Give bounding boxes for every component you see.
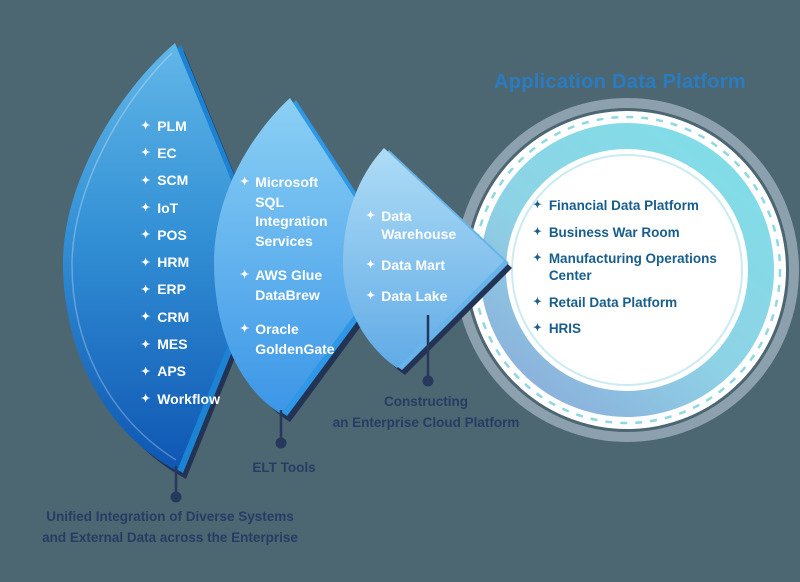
list-item-label: SCM (157, 172, 189, 189)
list-item: ✦ Retail Data Platform (533, 294, 741, 311)
star-bullet-icon: ✦ (141, 283, 151, 296)
page-title: Application Data Platform (494, 71, 746, 93)
star-bullet-icon: ✦ (533, 225, 542, 238)
list-item: ✦ Manufacturing Operations Center (533, 250, 741, 284)
pins (174, 315, 430, 494)
leaf-systems-shape (63, 43, 272, 479)
star-bullet-icon: ✦ (533, 199, 542, 211)
list-item-label: AWS Glue DataBrew (255, 267, 323, 303)
list-item-label: Microsoft SQL Integration Services (255, 174, 328, 249)
star-bullet-icon: ✦ (366, 290, 376, 302)
caption-storage: Constructing an Enterprise Cloud Platfor… (332, 394, 520, 430)
star-bullet-icon: ✦ (141, 229, 151, 242)
list-item-label: CRM (157, 308, 190, 325)
list-item-label: MES (157, 336, 188, 353)
star-bullet-icon: ✦ (533, 322, 542, 334)
list-item-label: Data Lake (381, 288, 448, 304)
list-item: ✦ SCM (141, 167, 259, 194)
leaf-storage-shape (343, 148, 512, 375)
caption-systems: Unified Integration of Diverse Systems a… (42, 509, 298, 545)
leaf-elt-body (214, 98, 395, 414)
list-item: ✦ Data Mart (366, 256, 466, 274)
list-item: ✦ EC (141, 139, 259, 166)
star-bullet-icon: ✦ (141, 147, 151, 160)
list-item: ✦ CRM (141, 303, 259, 330)
list-item: ✦ MES (141, 330, 259, 357)
list-item-label: IoT (157, 199, 179, 216)
star-bullet-icon: ✦ (141, 393, 151, 406)
pin-dot-storage (422, 375, 434, 387)
list-item-label: PLM (157, 117, 187, 134)
platform-list: ✦ Financial Data Platform ✦ Business War R… (533, 197, 741, 347)
list-item: ✦ POS (141, 221, 259, 248)
list-item-label: Workflow (157, 390, 220, 407)
list-item-label: Business War Room (548, 224, 680, 240)
list-item: ✦ Financial Data Platform (533, 197, 741, 214)
list-item: ✦ AWS Glue DataBrew (240, 266, 346, 305)
star-bullet-icon: ✦ (141, 365, 151, 378)
platform-circle (455, 98, 799, 442)
star-bullet-icon: ✦ (141, 120, 151, 133)
star-bullet-icon: ✦ (141, 256, 151, 269)
list-item: ✦ Oracle GoldenGate (240, 320, 346, 359)
storage-list: ✦ Data Warehouse ✦ Data Mart ✦ Data Lake (366, 207, 466, 318)
list-item: ✦ Business War Room (533, 224, 741, 241)
caption-elt-tools: ELT Tools (252, 460, 316, 475)
leaf-storage-body (343, 148, 504, 368)
list-item: ✦ HRIS (533, 320, 741, 337)
inner-circle (506, 149, 748, 391)
list-item-label: Retail Data Platform (548, 294, 678, 310)
list-item-label: Data Mart (381, 257, 446, 273)
list-item-label: Data Warehouse (381, 208, 457, 242)
list-item: ✦ PLM (141, 112, 259, 139)
list-item-label: HRIS (548, 321, 582, 336)
list-item-label: HRM (157, 254, 190, 271)
star-bullet-icon: ✦ (240, 176, 250, 188)
star-bullet-icon: ✦ (533, 295, 542, 308)
star-bullet-icon: ✦ (533, 252, 542, 264)
list-item: ✦ Data Warehouse (366, 207, 466, 243)
list-item-label: Financial Data Platform (548, 198, 699, 213)
inner-thin-ring (511, 154, 743, 386)
list-item: ✦ IoT (141, 194, 259, 221)
leaf-elt-shape (214, 98, 404, 422)
star-bullet-icon: ✦ (141, 202, 151, 215)
star-bullet-icon: ✦ (366, 210, 376, 222)
elt-tools-list: ✦ Microsoft SQL Integration Services ✦ AWS… (240, 173, 346, 374)
pin-dot-systems (170, 491, 182, 503)
star-bullet-icon: ✦ (141, 311, 151, 324)
systems-list: ✦ PLM ✦ EC ✦ SCM ✦ IoT ✦ POS ✦ HRM ✦ ERP ✦ CRM ✦… (141, 112, 259, 412)
leaf-systems-highlight (71, 52, 177, 461)
list-item-label: APS (157, 363, 187, 380)
list-item: ✦ Microsoft SQL Integration Services (240, 173, 346, 251)
list-item: ✦ Data Lake (366, 287, 466, 305)
list-item-label: POS (157, 226, 187, 243)
pin-dots (170, 375, 434, 503)
list-item: ✦ Workflow (141, 385, 259, 412)
list-item: ✦ HRM (141, 248, 259, 275)
star-bullet-icon: ✦ (240, 323, 250, 335)
leaf-systems-body (63, 43, 263, 471)
list-item-label: ERP (157, 281, 187, 298)
star-bullet-icon: ✦ (240, 269, 250, 281)
star-bullet-icon: ✦ (141, 338, 151, 351)
list-item: ✦ APS (141, 358, 259, 385)
list-item: ✦ ERP (141, 276, 259, 303)
list-item-label: Oracle GoldenGate (255, 321, 335, 357)
list-item-label: Manufacturing Operations Center (548, 251, 717, 283)
pin-dot-elt (275, 437, 287, 449)
list-item-label: EC (157, 144, 177, 161)
star-bullet-icon: ✦ (141, 174, 151, 187)
star-bullet-icon: ✦ (366, 259, 376, 271)
